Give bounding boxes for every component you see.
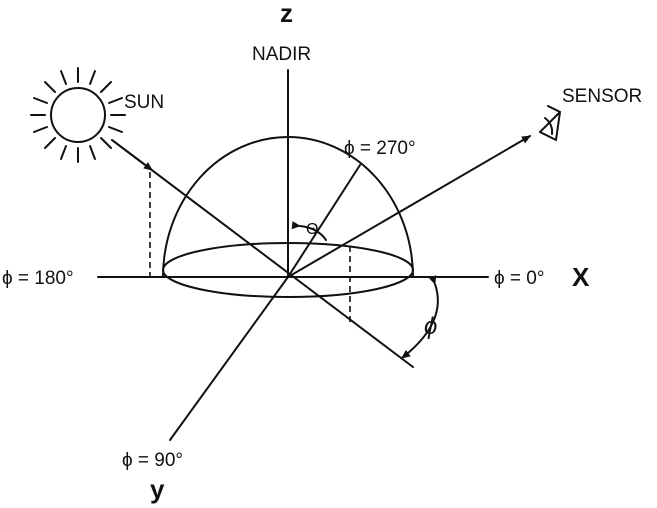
sensor-label: SENSOR (562, 86, 642, 107)
z-axis-label: z (280, 0, 293, 28)
sun-ray-arrow (111, 139, 153, 171)
nadir-label: NADIR (252, 44, 311, 65)
phi-270-label: ϕ = 270° (344, 138, 416, 159)
phi-180-label: ϕ = 180° (2, 268, 74, 289)
phi-270-line (287, 164, 361, 278)
phi-arc (401, 275, 439, 359)
x-axis-label: X (572, 262, 590, 292)
sun-ray-line (111, 139, 414, 368)
theta-symbol: Θ (306, 221, 318, 238)
sun-icon (30, 67, 126, 163)
y-axis-line (169, 276, 289, 441)
sensor-line (287, 135, 531, 278)
phi-90-label: ϕ = 90° (122, 450, 183, 471)
sensor-icon (539, 105, 562, 141)
theta-arc (291, 221, 327, 241)
sun-label: SUN (124, 92, 164, 113)
phi-0-label: ϕ = 0° (494, 268, 544, 289)
y-axis-label: y (150, 474, 165, 504)
phi-symbol: ϕ (424, 313, 437, 340)
